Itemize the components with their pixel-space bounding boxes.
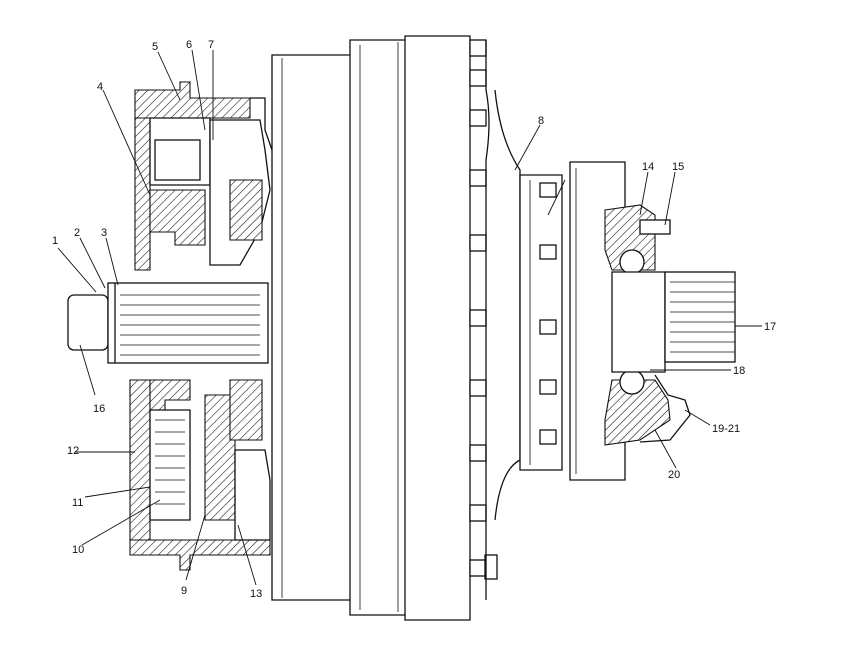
callout-20: 20	[668, 469, 680, 481]
input-shaft	[67, 282, 269, 364]
callout-15: 15	[672, 161, 684, 173]
callout-19-21: 19-21	[712, 423, 740, 435]
adapter-flange	[519, 174, 563, 471]
callout-17: 17	[764, 321, 776, 333]
callout-9: 9	[181, 585, 187, 597]
flange-bolts	[469, 39, 498, 580]
bearing-housing	[569, 161, 736, 481]
callout-7: 7	[208, 39, 214, 51]
callout-1: 1	[52, 235, 58, 247]
drum-housing	[271, 35, 521, 621]
callout-11: 11	[72, 497, 83, 509]
callout-10: 10	[72, 544, 84, 556]
callout-14: 14	[642, 161, 654, 173]
callout-8: 8	[538, 115, 544, 127]
callout-labels: 1 2 3 4 5 6 7 8 9 10 11 12 13 14 15 16 1…	[52, 39, 776, 600]
callout-13: 13	[250, 588, 262, 600]
callout-12: 12	[67, 445, 79, 457]
callout-5: 5	[152, 41, 158, 53]
leader-lines	[57, 49, 762, 586]
output-spline	[670, 281, 735, 353]
planet-gear-teeth	[155, 419, 185, 505]
callout-18: 18	[733, 365, 745, 377]
planetary-housing	[129, 81, 273, 571]
callout-4: 4	[97, 81, 103, 93]
callout-3: 3	[101, 227, 107, 239]
callout-2: 2	[74, 227, 80, 239]
callout-6: 6	[186, 39, 192, 51]
callout-16: 16	[93, 403, 105, 415]
